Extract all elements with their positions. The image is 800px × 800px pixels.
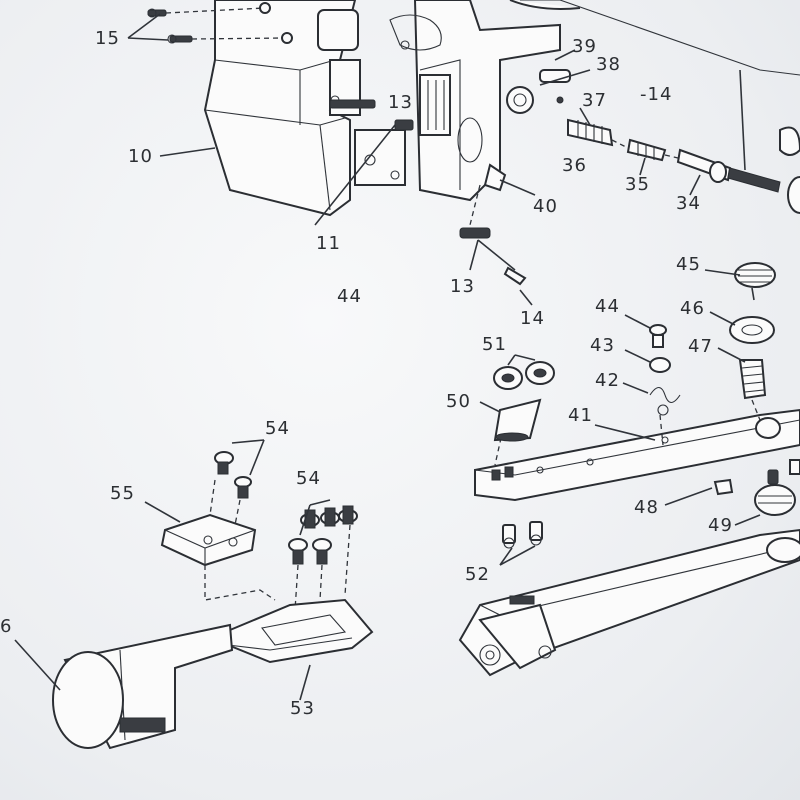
label-47: 47 xyxy=(688,336,713,357)
spring-part-47 xyxy=(717,347,767,400)
label-53: 53 xyxy=(290,698,315,719)
cylinder-part-6 xyxy=(14,623,234,750)
label-14-upper: -14 xyxy=(640,84,673,105)
label-48: 48 xyxy=(634,497,659,518)
label-13-lower: 13 xyxy=(450,276,475,297)
label-10: 10 xyxy=(128,146,153,167)
label-36: 36 xyxy=(562,155,587,176)
label-54-lower: 54 xyxy=(296,468,321,489)
label-34: 34 xyxy=(676,193,701,214)
label-55: 55 xyxy=(110,483,135,504)
label-46: 46 xyxy=(680,298,705,319)
main-frame xyxy=(389,0,800,202)
lever-arm xyxy=(458,528,800,677)
label-45: 45 xyxy=(676,254,701,275)
screw-part-13-upper xyxy=(314,99,414,226)
leader-10 xyxy=(159,147,216,157)
label-11: 11 xyxy=(316,233,341,254)
washer-part-46 xyxy=(709,311,775,344)
label-42: 42 xyxy=(595,370,620,391)
label-52: 52 xyxy=(465,564,490,585)
label-35: 35 xyxy=(625,174,650,195)
parts-13-14-lower xyxy=(459,184,533,306)
label-49: 49 xyxy=(708,515,733,536)
label-44-left: 44 xyxy=(337,286,362,307)
label-15: 15 xyxy=(95,28,120,49)
label-50: 50 xyxy=(446,391,471,412)
label-39: 39 xyxy=(572,36,597,57)
plate-part-41 xyxy=(474,399,800,502)
screws-part-15 xyxy=(127,2,293,44)
part-40 xyxy=(483,163,536,196)
knob-part-45 xyxy=(704,262,776,301)
label-43: 43 xyxy=(590,335,615,356)
nuts-part-51 xyxy=(493,354,555,390)
label-44-right: 44 xyxy=(595,296,620,317)
screws-part-54-upper xyxy=(214,439,265,499)
screw-part-44-right xyxy=(624,314,667,348)
block-part-55 xyxy=(144,479,257,567)
housing-part-10 xyxy=(203,0,406,217)
label-13-upper: 13 xyxy=(388,92,413,113)
label-54-upper: 54 xyxy=(265,418,290,439)
spring-part-42 xyxy=(622,382,681,416)
screws-part-54-lower xyxy=(288,499,358,611)
frame-part-53 xyxy=(204,565,374,701)
washer-part-43 xyxy=(624,349,671,373)
label-51: 51 xyxy=(482,334,507,355)
label-6: 6 xyxy=(0,616,13,637)
label-14-lower: 14 xyxy=(520,308,545,329)
label-41: 41 xyxy=(568,405,593,426)
bracket-part-50 xyxy=(479,398,542,442)
label-40: 40 xyxy=(533,196,558,217)
knob-part-49 xyxy=(734,469,796,526)
screw-part-48 xyxy=(664,459,800,506)
spring-assembly-34-39 xyxy=(506,49,800,214)
screws-part-52 xyxy=(499,521,543,566)
label-38: 38 xyxy=(596,54,621,75)
label-37: 37 xyxy=(582,90,607,111)
